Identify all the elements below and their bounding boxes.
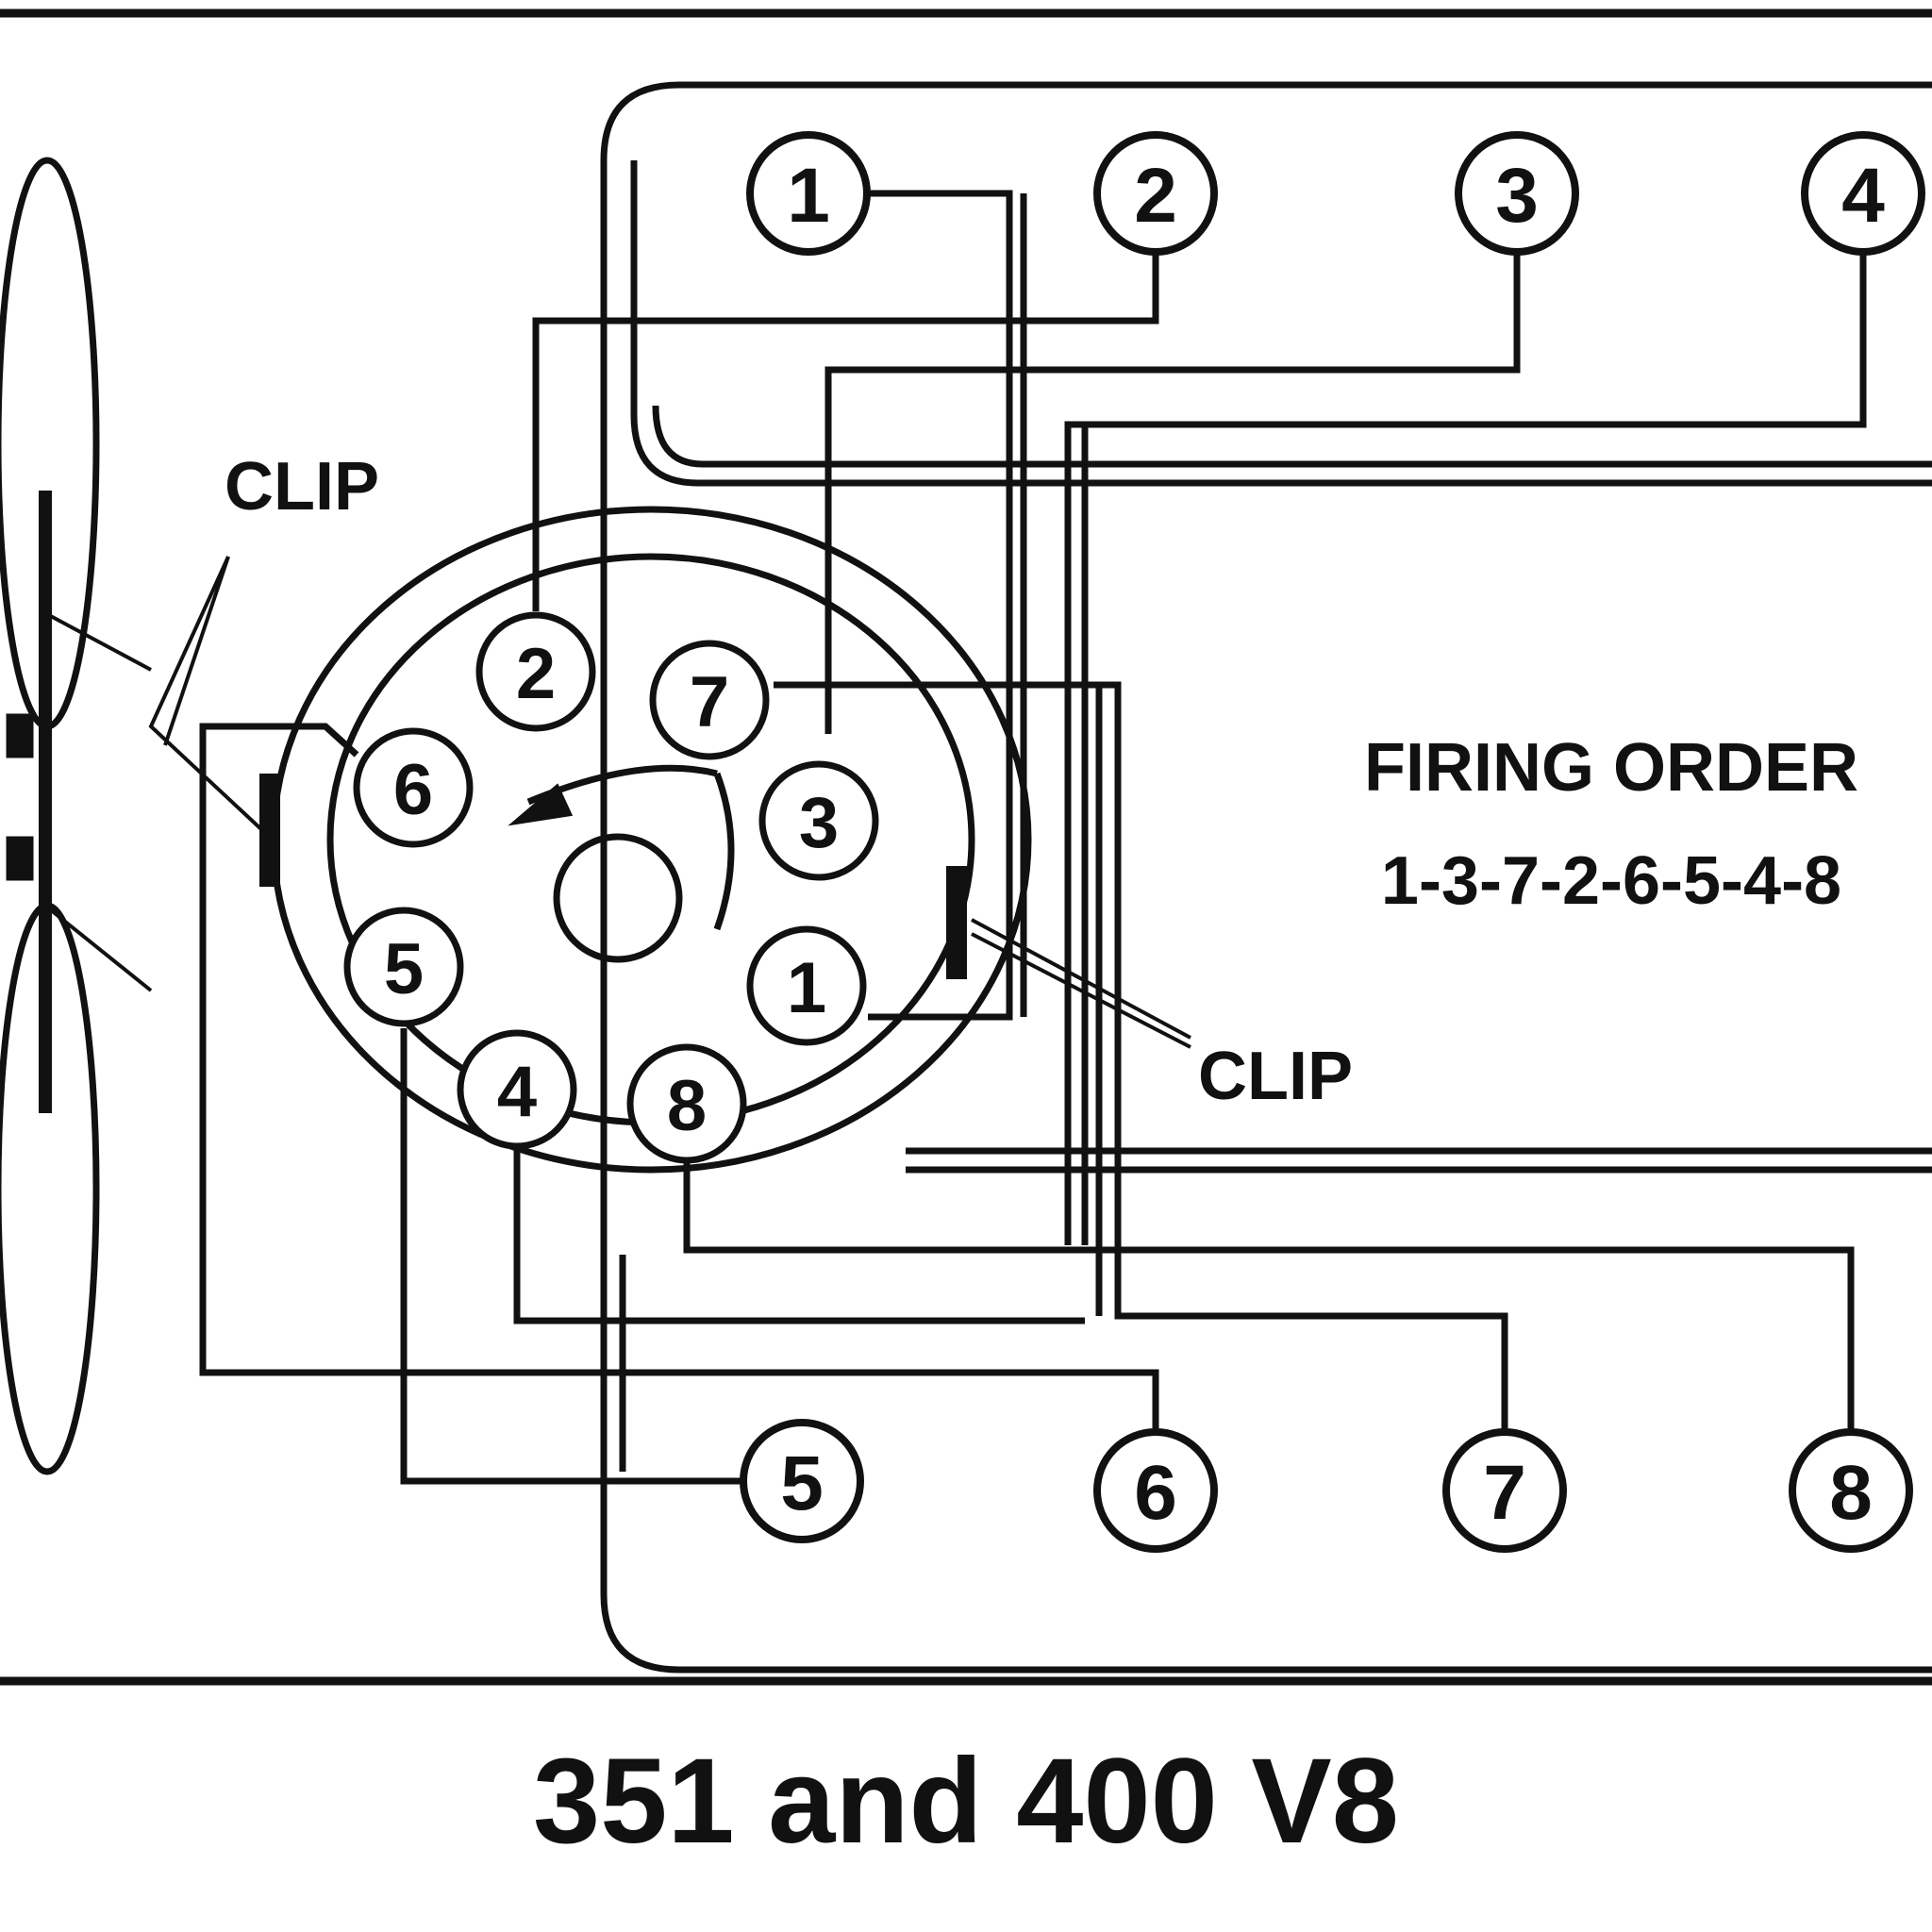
svg-text:8: 8 — [1829, 1450, 1873, 1536]
spark-plug-wires — [199, 190, 1867, 1485]
svg-text:6: 6 — [1134, 1450, 1177, 1536]
terminal-3: 3 — [758, 760, 879, 881]
svg-text:7: 7 — [690, 662, 729, 742]
cylinder-7: 7 — [1442, 1428, 1567, 1553]
terminal-7: 7 — [649, 640, 770, 760]
svg-text:2: 2 — [516, 634, 556, 714]
cylinder-bottom-row: 5 6 7 8 — [740, 1419, 1913, 1553]
svg-text:4: 4 — [1841, 153, 1885, 239]
cylinder-1: 1 — [746, 131, 871, 256]
cylinder-2: 2 — [1093, 131, 1218, 256]
terminal-2: 2 — [475, 611, 596, 732]
engine-block-outline — [600, 81, 1932, 1674]
cylinder-6: 6 — [1093, 1428, 1218, 1553]
terminal-4: 4 — [457, 1029, 577, 1150]
firing-order-title: FIRING ORDER — [1364, 730, 1858, 806]
svg-text:5: 5 — [780, 1441, 824, 1526]
fan-icon — [0, 157, 153, 1475]
terminal-5: 5 — [343, 907, 464, 1027]
svg-text:4: 4 — [497, 1052, 537, 1132]
svg-text:6: 6 — [393, 750, 433, 830]
cylinder-5: 5 — [740, 1419, 864, 1543]
outer-frame — [0, 8, 1932, 1686]
svg-text:1: 1 — [787, 948, 826, 1028]
svg-text:1: 1 — [787, 153, 830, 239]
svg-text:3: 3 — [1495, 153, 1539, 239]
cylinder-8: 8 — [1789, 1428, 1913, 1553]
svg-text:8: 8 — [667, 1066, 707, 1146]
firing-order-sequence: 1-3-7-2-6-5-4-8 — [1381, 843, 1841, 919]
cylinder-top-row: 1 2 3 4 — [746, 131, 1925, 256]
diagram-caption: 351 and 400 V8 — [533, 1734, 1399, 1869]
clip-marks — [259, 774, 967, 979]
svg-text:2: 2 — [1134, 153, 1177, 239]
clip-leaders — [148, 556, 1191, 1049]
svg-text:5: 5 — [384, 929, 424, 1009]
clip-label-right: CLIP — [1198, 1039, 1353, 1114]
cylinder-4: 4 — [1801, 131, 1925, 256]
distributor-terminals: 2 7 6 3 5 1 4 8 — [343, 611, 879, 1164]
clip-label-left: CLIP — [225, 449, 379, 525]
svg-text:7: 7 — [1483, 1450, 1526, 1536]
terminal-1: 1 — [746, 925, 867, 1046]
cylinder-3: 3 — [1455, 131, 1579, 256]
terminal-6: 6 — [353, 727, 474, 848]
terminal-8: 8 — [626, 1043, 747, 1164]
svg-text:3: 3 — [799, 783, 839, 863]
